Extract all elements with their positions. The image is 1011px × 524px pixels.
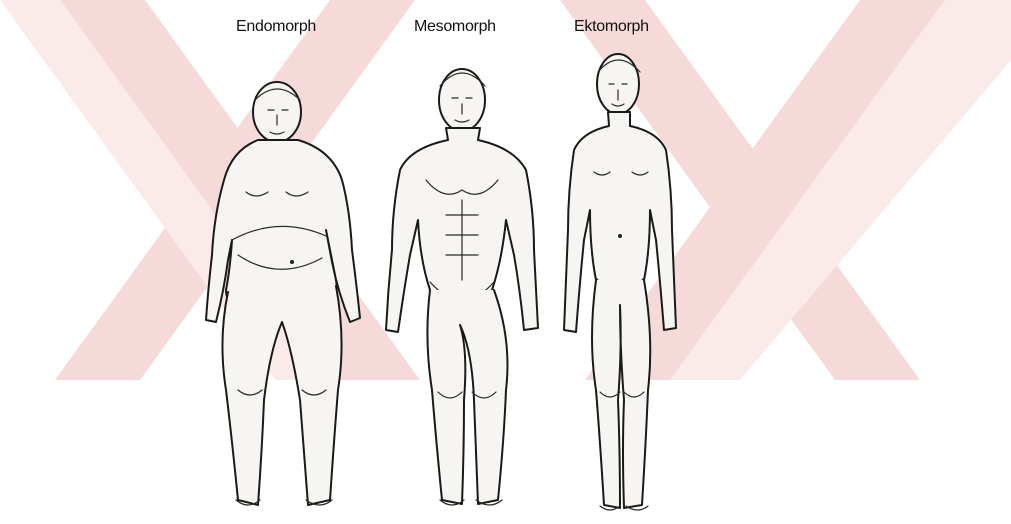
ektomorph-figure <box>0 0 1011 524</box>
body-types-figure: Endomorph Mesomorph Ektomorph <box>0 0 1011 524</box>
